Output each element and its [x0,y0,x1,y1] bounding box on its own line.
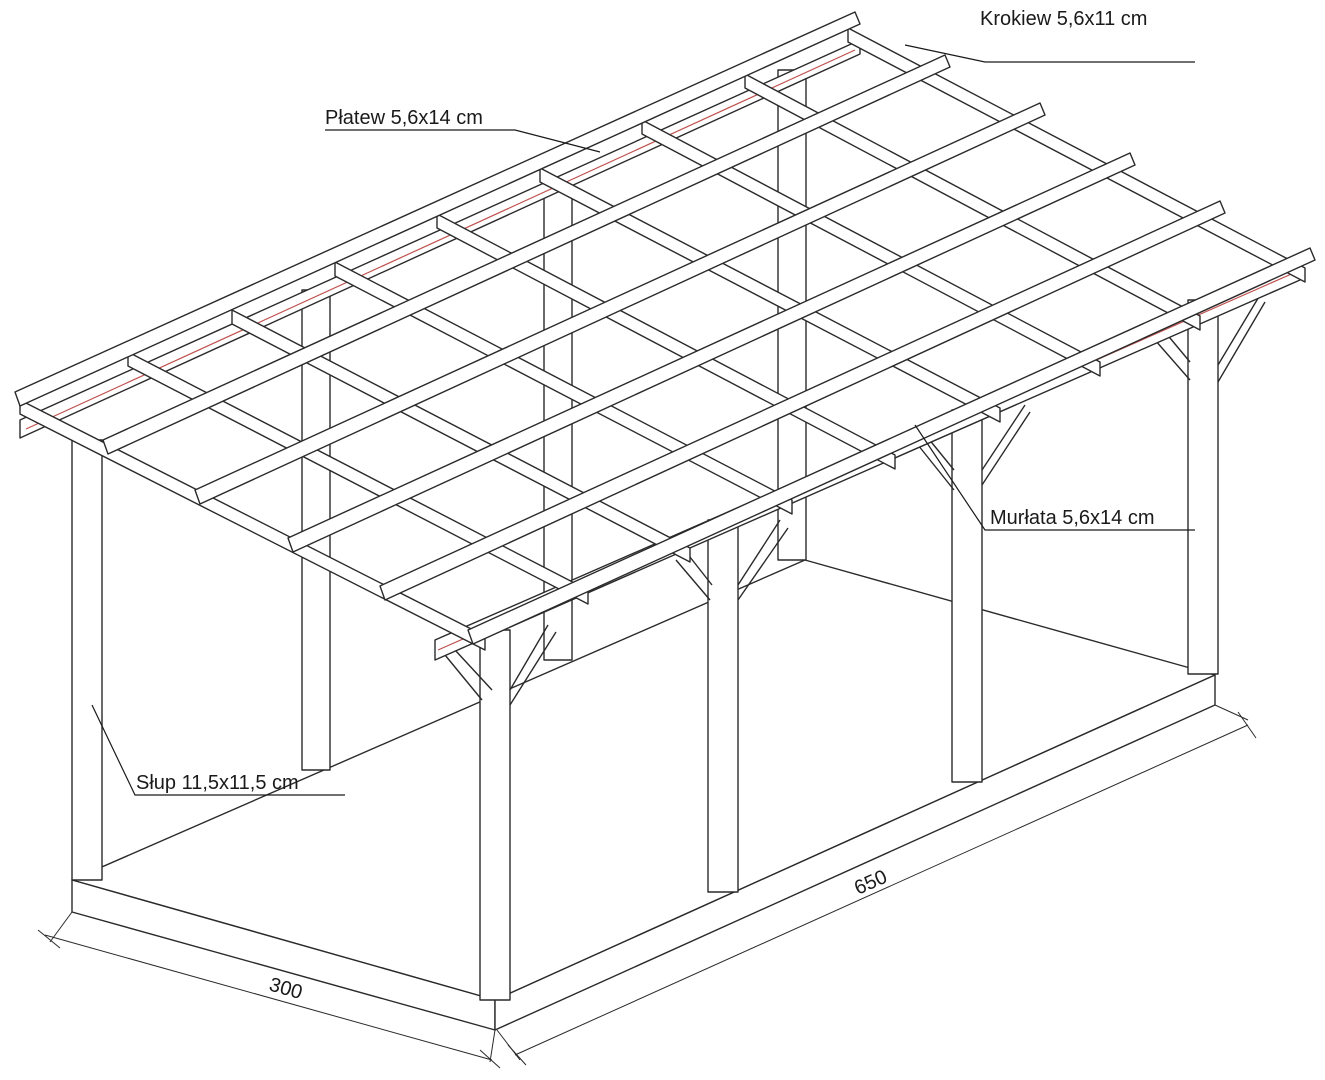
dim-length-label: 650 [851,866,890,900]
dim-length-tick-right [1237,711,1257,739]
rafter-1 [19,399,486,651]
brace-6 [981,404,1031,486]
purlin-0 [14,11,861,407]
dim-width-line [44,934,493,1061]
brace-2 [509,624,557,706]
rafter-5 [436,213,896,470]
leader-post [91,704,345,796]
dim-width-label: 300 [267,974,305,1004]
label-post-text: Słup 11,5x11,5 cm [136,772,299,794]
brace-1 [444,649,493,701]
label-wall-plate: Murłata 5,6x14 cm [914,424,1195,531]
rafter-6 [539,167,1001,423]
dim-width-ext-left [49,911,73,943]
wall-plate-back [19,39,861,439]
post-front-mid-left [479,629,511,1001]
post-front-mid [707,519,739,893]
brace-8 [1217,294,1266,383]
post-front-left [71,439,103,881]
post-front-right [1187,299,1219,675]
leader-purlin [325,129,601,153]
purlins [14,11,1316,645]
dim-length-ext-right [1214,704,1249,721]
label-rafter-text: Krokiew 5,6x11 cm [980,8,1147,30]
label-rafter: Krokiew 5,6x11 cm [904,8,1195,63]
floor-slab [71,559,1216,1031]
dim-width-tick-left [37,929,61,949]
rafters [19,27,1306,651]
dim-width-ext-right [489,1029,496,1063]
wall-plate-back-line [25,49,856,430]
label-post: Słup 11,5x11,5 cm [91,704,345,796]
brace-5 [917,437,955,491]
brace-4 [737,519,789,601]
leader-wall-plate [914,424,1195,531]
purlin-2 [194,102,1046,505]
leader-rafter [904,44,1195,63]
post-front-mid-right [951,409,983,783]
purlin-4 [379,200,1226,601]
rafter-8 [744,73,1201,331]
dim-length-ext-left [496,1029,521,1061]
label-wall-plate-text: Murłata 5,6x14 cm [990,507,1155,529]
purlin-5 [467,247,1316,645]
label-purlin: Płatew 5,6x14 cm [325,107,601,153]
purlin-1 [102,54,951,455]
dimension-width: 300 [37,911,501,1069]
rafter-7 [641,119,1101,377]
knee-braces [444,294,1266,706]
purlin-3 [287,152,1136,553]
rafter-2 [127,351,589,605]
label-purlin-text: Płatew 5,6x14 cm [325,107,483,129]
rafter-9 [847,27,1306,283]
dim-length-line [514,724,1249,1056]
brace-3 [675,551,713,601]
